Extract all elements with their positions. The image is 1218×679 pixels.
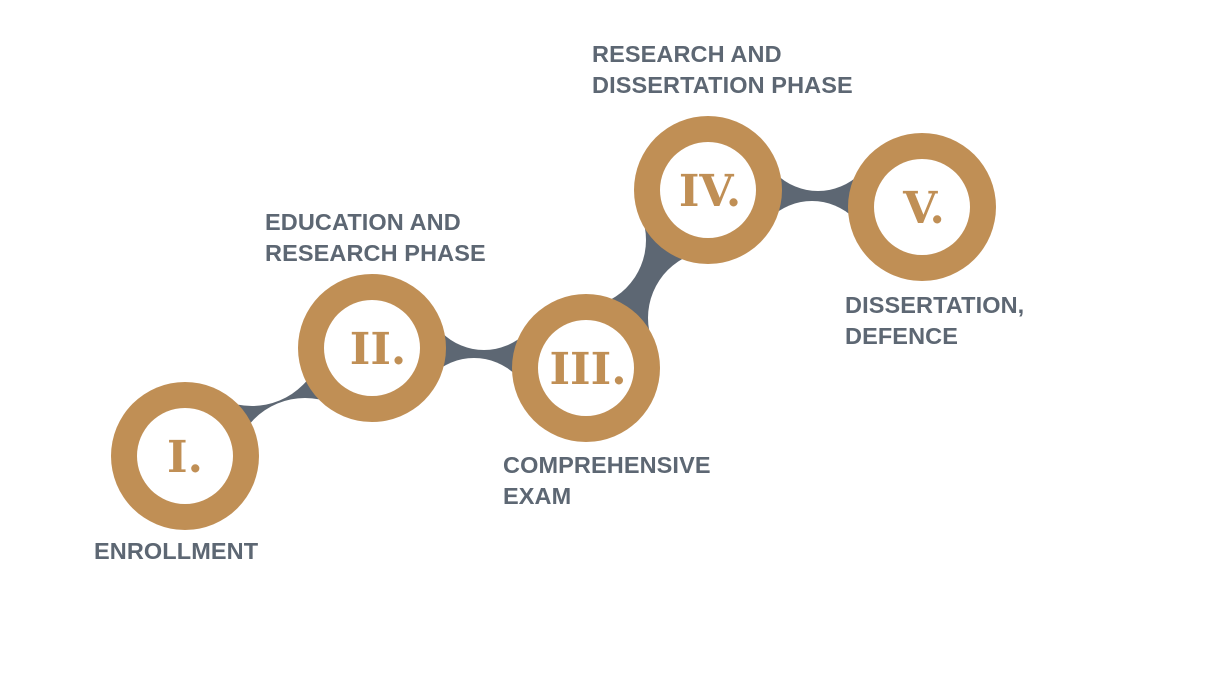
step-label-line: DEFENCE bbox=[845, 323, 958, 349]
step-ring-4: IV. bbox=[634, 116, 782, 264]
step-label-comprehensive-exam: COMPREHENSIVE EXAM bbox=[503, 450, 711, 512]
step-ring-3: III. bbox=[512, 294, 660, 442]
step-label-line: DISSERTATION PHASE bbox=[592, 72, 853, 98]
step-label-line: RESEARCH AND bbox=[592, 41, 782, 67]
step-label-line: EDUCATION AND bbox=[265, 209, 461, 235]
step-label-research-dissertation: RESEARCH AND DISSERTATION PHASE bbox=[592, 39, 853, 101]
step-ring-2: II. bbox=[298, 274, 446, 422]
step-numeral-4: IV. bbox=[679, 166, 741, 217]
step-label-line: RESEARCH PHASE bbox=[265, 240, 486, 266]
step-numeral-1: I. bbox=[167, 432, 203, 483]
step-label-line: DISSERTATION, bbox=[845, 292, 1025, 318]
step-label-dissertation-defence: DISSERTATION, DEFENCE bbox=[845, 290, 1024, 352]
step-label-line: ENROLLMENT bbox=[94, 538, 259, 564]
step-numeral-2: II. bbox=[350, 324, 406, 375]
step-numeral-3: III. bbox=[549, 344, 626, 395]
step-ring-5: V. bbox=[848, 133, 996, 281]
step-label-line: EXAM bbox=[503, 483, 572, 509]
step-ring-1: I. bbox=[111, 382, 259, 530]
step-label-education-research: EDUCATION AND RESEARCH PHASE bbox=[265, 207, 486, 269]
step-label-line: COMPREHENSIVE bbox=[503, 452, 711, 478]
step-numeral-5: V. bbox=[902, 183, 945, 234]
step-label-enrollment: ENROLLMENT bbox=[94, 536, 258, 567]
